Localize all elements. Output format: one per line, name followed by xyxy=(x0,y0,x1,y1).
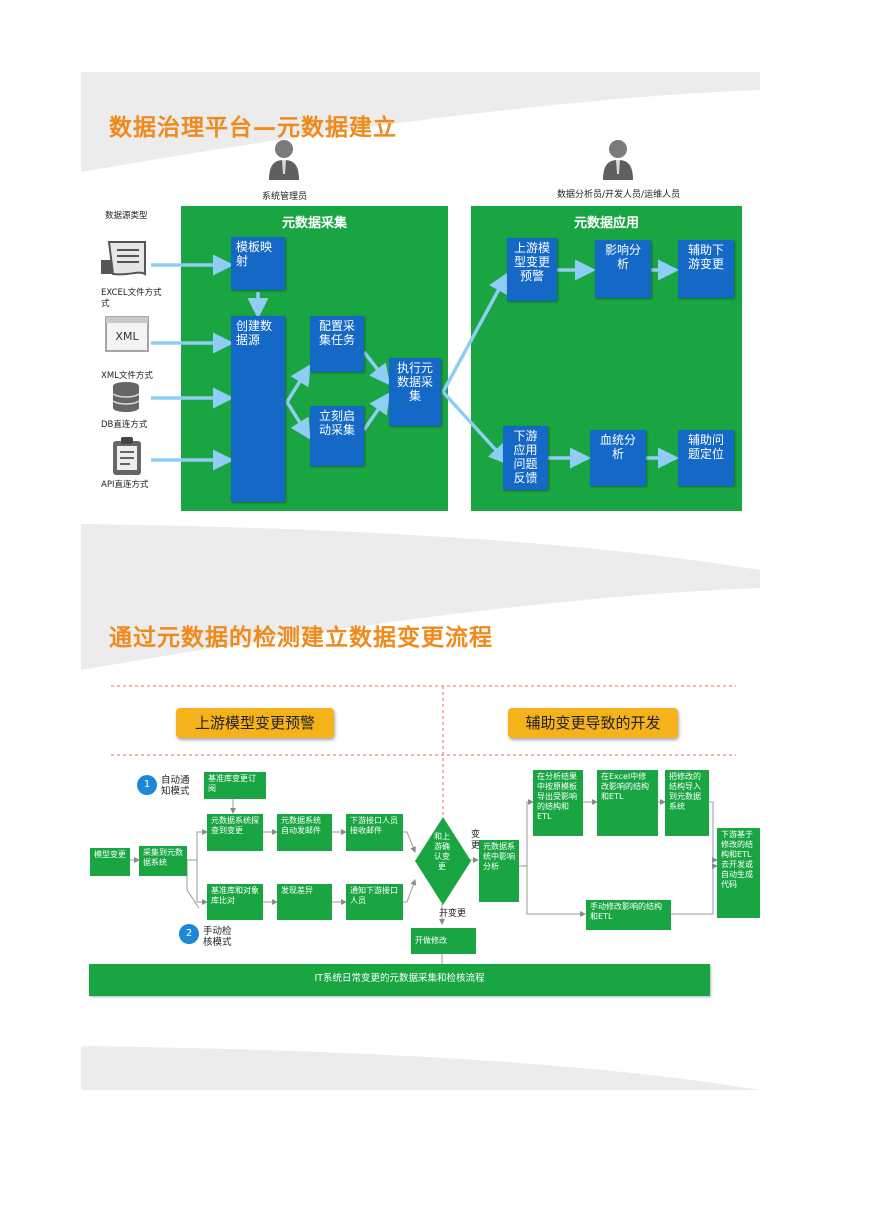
flow-arrows xyxy=(151,254,679,471)
import-back-box: 把修改的结构导入到元数据系统 xyxy=(665,770,709,836)
system-detect-box: 元数据系统探查到变更 xyxy=(207,814,263,851)
source-excel-label-suffix: 式 xyxy=(101,299,110,309)
xml-icon-text: XML xyxy=(115,330,139,343)
template-mapping-box: 模板映射 xyxy=(231,237,285,290)
decision-yes-label: 变更 xyxy=(471,830,481,851)
find-diff-box: 发现差异 xyxy=(277,884,332,920)
slide-metadata-platform: 数据治理平台—元数据建立 系统管理员 数据分析员/开发人员/运维人员 数据源类型… xyxy=(81,72,760,570)
slide-background xyxy=(81,72,760,570)
dev-modify-box: 开做修改 xyxy=(411,928,476,954)
slide-change-process: 通过元数据的检测建立数据变更流程 上游模型变更预警 辅助变更导致的开发 xyxy=(81,570,760,1090)
source-xml-label: XML文件方式 xyxy=(101,371,153,381)
source-api-label: API直连方式 xyxy=(101,480,149,490)
model-change-box: 模型变更 xyxy=(90,848,130,876)
export-template-box: 在分析结果中按原模板导出受影响的结构和ETL xyxy=(533,770,583,836)
dashed-guides xyxy=(111,685,736,825)
auto-mail-box: 元数据系统自动发邮件 xyxy=(277,814,332,851)
mode-label-manual: 手动检核模式 xyxy=(203,926,232,948)
upstream-warning-box: 上游模型变更预警 xyxy=(507,238,557,301)
source-heading: 数据源类型 xyxy=(105,211,148,221)
create-datasource-box: 创建数据源 xyxy=(231,316,285,502)
xml-file-icon: XML xyxy=(105,316,149,352)
baseline-subscribe-box: 基准库变更订阅 xyxy=(204,772,266,799)
decision-diamond xyxy=(415,817,471,905)
admin-role-label: 系统管理员 xyxy=(262,192,308,202)
manual-modify-box: 手动修改影响的结构和ETL xyxy=(586,900,671,930)
footer-down-arrow xyxy=(441,954,443,964)
source-db-label: DB直连方式 xyxy=(101,420,148,430)
execute-collect-box: 执行元数据采集 xyxy=(389,358,441,426)
database-icon xyxy=(112,382,140,412)
configure-task-box: 配置采集任务 xyxy=(310,316,364,372)
baseline-compare-box: 基准库和对象库比对 xyxy=(207,884,263,920)
source-excel-label: EXCEL文件方式 xyxy=(101,288,162,298)
downstream-receive-box: 下游接口人员接收邮件 xyxy=(346,814,403,851)
process-connectors xyxy=(130,799,718,925)
decision-no-label: 开变更 xyxy=(439,909,467,919)
downstream-feedback-box: 下游应用问题反馈 xyxy=(503,426,548,490)
downstream-generate-box: 下游基于修改的结构和ETL去开发或自动生成代码 xyxy=(717,828,760,918)
slide-background xyxy=(81,570,760,1090)
apply-panel-title: 元数据应用 xyxy=(573,216,639,231)
excel-icon xyxy=(101,241,146,276)
collect-to-system-box: 采集到元数据系统 xyxy=(139,846,187,876)
notify-downstream-box: 通知下游接口人员 xyxy=(346,884,403,920)
impact-in-system-box: 元数据系统中影响分析 xyxy=(479,840,519,902)
footer-process-bar: IT系统日常变更的元数据采集和检核流程 xyxy=(89,964,710,996)
instant-collect-box: 立刻启动采集 xyxy=(310,406,364,466)
lineage-analysis-box: 血统分析 xyxy=(590,430,646,486)
slide-title: 通过元数据的检测建立数据变更流程 xyxy=(109,625,493,651)
mode-badge-1: 1 xyxy=(137,775,157,795)
decision-label: 和上游确认变更 xyxy=(434,832,450,871)
mode-label-auto: 自动通知模式 xyxy=(161,775,190,797)
upstream-warning-header: 上游模型变更预警 xyxy=(176,708,334,738)
slide-title: 数据治理平台—元数据建立 xyxy=(109,115,397,141)
assist-dev-header: 辅助变更导致的开发 xyxy=(508,708,678,738)
impact-analysis-box: 影响分析 xyxy=(595,240,651,298)
assist-downstream-box: 辅助下游变更 xyxy=(678,240,734,298)
admin-person-icon xyxy=(269,140,299,180)
assist-locate-box: 辅助问题定位 xyxy=(678,430,734,486)
excel-modify-box: 在Excel中修改影响的结构和ETL xyxy=(597,770,658,836)
collect-panel-title: 元数据采集 xyxy=(281,216,347,231)
users-role-label: 数据分析员/开发人员/运维人员 xyxy=(557,190,681,200)
users-person-icon xyxy=(603,140,633,180)
mode-badge-2: 2 xyxy=(179,924,199,944)
api-clipboard-icon xyxy=(113,437,141,475)
